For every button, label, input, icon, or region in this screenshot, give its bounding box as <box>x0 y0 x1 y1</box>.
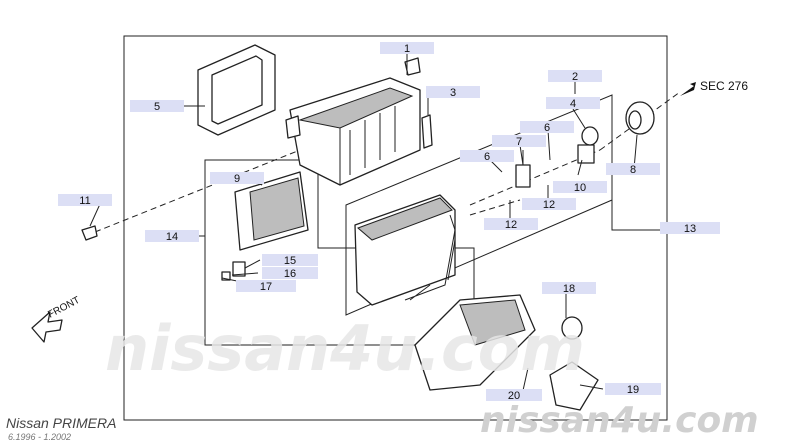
callout-10: 10 <box>553 181 607 194</box>
part-9-filter <box>234 171 309 251</box>
svg-text:12: 12 <box>543 199 555 211</box>
svg-text:8: 8 <box>630 164 636 176</box>
callout-2: 2 <box>548 70 602 83</box>
callout-13: 13 <box>660 222 720 235</box>
svg-text:15: 15 <box>284 255 296 267</box>
callout-19: 19 <box>605 383 661 396</box>
part-20-lower-case <box>414 294 536 391</box>
svg-text:17: 17 <box>260 281 272 293</box>
svg-text:1: 1 <box>404 43 410 55</box>
callout-4: 4 <box>546 97 600 110</box>
svg-text:6: 6 <box>544 122 550 134</box>
callout-18: 18 <box>542 282 596 295</box>
watermark-bottom: nissan4u.com <box>480 400 759 441</box>
svg-text:6: 6 <box>484 151 490 163</box>
part-7-expansion-valve <box>515 150 531 188</box>
svg-text:4: 4 <box>570 98 576 110</box>
part-3-seal <box>421 114 433 149</box>
callout-15: 15 <box>262 254 318 267</box>
callout-12a: 12 <box>522 198 576 211</box>
callout-20: 20 <box>486 389 542 402</box>
callout-11: 11 <box>58 194 112 207</box>
sec-reference: SEC 276 <box>700 79 748 93</box>
bracket-13 <box>611 95 667 231</box>
callout-9: 9 <box>210 172 264 185</box>
callout-17: 17 <box>236 280 296 293</box>
part-15-16-clip <box>221 261 246 281</box>
callout-14: 14 <box>145 230 199 243</box>
svg-text:20: 20 <box>508 390 520 402</box>
svg-text:11: 11 <box>79 195 90 207</box>
svg-text:10: 10 <box>574 182 586 194</box>
callout-7: 7 <box>492 135 546 148</box>
assembly-dash-line-2 <box>469 199 521 216</box>
svg-text:2: 2 <box>572 71 578 83</box>
svg-text:12: 12 <box>505 219 517 231</box>
vehicle-date-range: 6.1996 - 1.2002 <box>8 432 71 442</box>
svg-text:18: 18 <box>563 283 575 295</box>
callout-8: 8 <box>606 163 660 176</box>
part-housing-upper <box>285 57 421 186</box>
svg-text:7: 7 <box>516 136 522 148</box>
callout-5: 5 <box>130 100 184 113</box>
svg-text:13: 13 <box>684 223 696 235</box>
callout-12b: 12 <box>484 218 538 231</box>
front-arrow <box>31 311 63 343</box>
callout-1: 1 <box>380 42 434 55</box>
outer-frame <box>123 35 668 421</box>
svg-text:14: 14 <box>166 231 178 243</box>
vehicle-name: Nissan PRIMERA <box>6 415 116 431</box>
sec-arrow <box>680 82 696 96</box>
part-19-bracket <box>549 361 599 411</box>
part-18-grommet <box>561 316 583 340</box>
callout-6a: 6 <box>520 121 574 134</box>
svg-text:16: 16 <box>284 268 296 280</box>
part-8-grommet <box>625 101 655 135</box>
part-4-oring <box>581 126 599 146</box>
svg-text:9: 9 <box>234 173 240 185</box>
callout-16: 16 <box>262 267 318 280</box>
assembly-dash-line <box>94 91 681 233</box>
svg-text:5: 5 <box>154 101 160 113</box>
svg-text:3: 3 <box>450 87 456 99</box>
front-label: FRONT <box>46 295 82 321</box>
callout-12c: 12 <box>0 0 12 3</box>
part-10-fitting <box>577 144 595 164</box>
part-2-evaporator <box>354 194 456 306</box>
part-5-filter-frame <box>197 44 276 136</box>
callout-3: 3 <box>426 86 480 99</box>
callout-6b: 6 <box>460 150 514 163</box>
svg-text:19: 19 <box>627 384 639 396</box>
watermark-center: nissan4u.com <box>105 312 585 385</box>
part-11-screw <box>81 225 98 241</box>
